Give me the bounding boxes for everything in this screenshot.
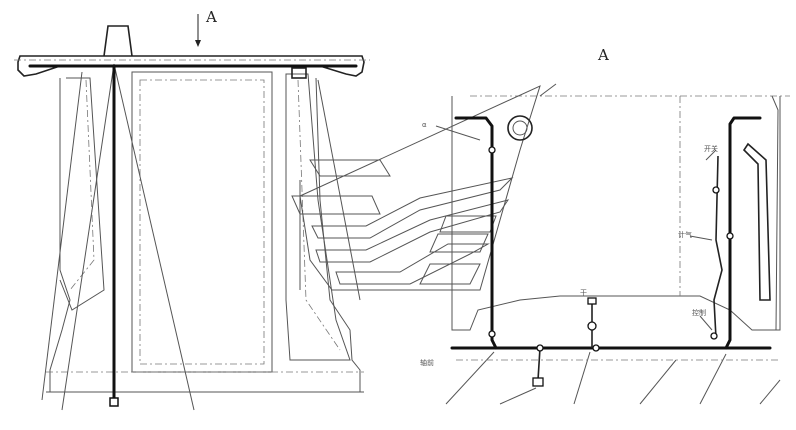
callout-upper-left: α xyxy=(422,121,427,129)
view-arrow-head xyxy=(195,40,201,47)
trim-panel xyxy=(299,85,541,291)
harness-branch-right xyxy=(713,155,723,339)
guide-line-b xyxy=(317,79,361,301)
guide-line-a xyxy=(41,71,83,401)
leader-lines xyxy=(299,83,781,405)
roof-beam xyxy=(17,55,365,77)
leader-line-right xyxy=(113,63,195,411)
view-a-right-edge xyxy=(771,95,779,331)
harness-clips xyxy=(488,146,734,387)
door-frame xyxy=(131,71,273,373)
view-a-body-outline xyxy=(451,96,781,331)
leader-line-left xyxy=(61,63,115,411)
right-pillar-dash xyxy=(297,79,341,351)
harness-right-run xyxy=(724,116,762,350)
roof-bracket xyxy=(291,67,307,79)
cab-outline xyxy=(49,77,361,393)
harness-left-run xyxy=(454,116,498,350)
callout-right-lower: 控制 xyxy=(692,309,706,317)
callout-top-mid: 干 xyxy=(580,289,587,297)
trim-stripes xyxy=(291,159,514,285)
coil-inner xyxy=(512,120,528,136)
coil-component xyxy=(507,115,533,141)
section-view-label: A xyxy=(598,46,609,64)
callout-right-middle: 计气 xyxy=(678,231,692,239)
door-inner-frame xyxy=(139,79,265,365)
view-a xyxy=(291,83,790,405)
view-arrow-label: A xyxy=(206,8,217,26)
right-pillar xyxy=(285,73,351,361)
callout-right-upper: 开关 xyxy=(704,145,718,153)
left-pillar xyxy=(59,77,105,311)
roof-mount-block xyxy=(103,25,133,57)
callout-bottom-left: 轴前 xyxy=(420,359,434,367)
left-pillar-dash xyxy=(69,79,95,291)
harness-connector xyxy=(109,397,119,407)
front-view xyxy=(14,14,370,411)
rear-trim xyxy=(742,142,771,301)
harness-branch-connector xyxy=(537,347,541,381)
